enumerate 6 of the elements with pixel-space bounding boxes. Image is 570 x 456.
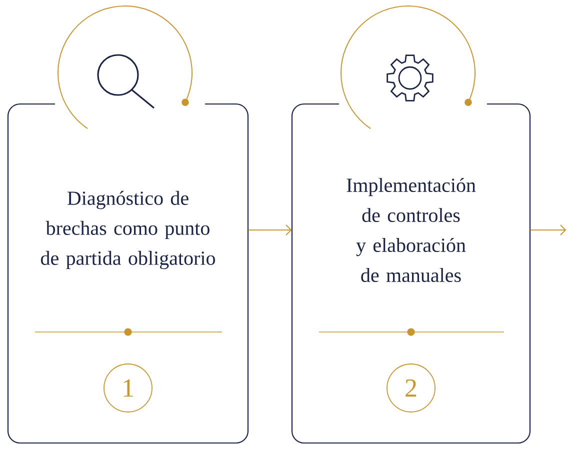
arrow xyxy=(530,224,566,236)
arrow xyxy=(248,224,292,236)
node-label: Implementación de controles y elaboración de manuales xyxy=(346,178,476,282)
node-label: Diagnóstico de brechas como punto de partida obligatorio xyxy=(40,190,216,270)
step-card xyxy=(291,103,531,444)
step-card xyxy=(7,103,249,444)
